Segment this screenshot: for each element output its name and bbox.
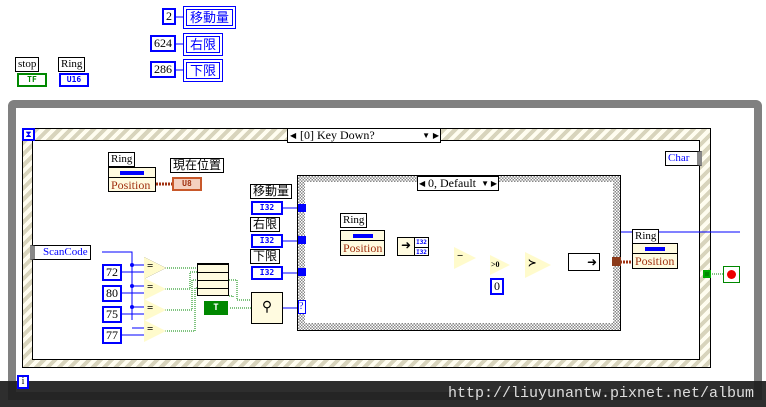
build-array-node[interactable] xyxy=(197,263,229,296)
move-amount-terminal[interactable]: I32 xyxy=(251,201,283,215)
chevron-down-icon[interactable]: ▼ xyxy=(422,131,430,140)
right-limit-local[interactable]: 右限 xyxy=(182,33,224,56)
constant-wires xyxy=(176,16,184,71)
move-amount-constant[interactable]: 2 xyxy=(162,8,176,25)
current-position-indicator[interactable]: U8 xyxy=(172,177,202,191)
ring-property-node-inner[interactable]: Position xyxy=(340,230,385,256)
unbundle-type: I32 xyxy=(415,247,428,256)
unbundle-outputs: I32 I32 xyxy=(414,237,429,256)
move-amount-local[interactable]: 移動量 xyxy=(182,6,237,29)
right-limit-label: 右限 xyxy=(250,217,281,232)
true-constant[interactable]: T xyxy=(204,301,228,315)
cluster-tunnel xyxy=(612,257,621,266)
loop-iteration-terminal[interactable]: i xyxy=(17,375,29,389)
chevron-down-icon[interactable]: ▼ xyxy=(481,179,489,188)
equal-symbol: = xyxy=(147,302,154,314)
zero-constant[interactable]: 0 xyxy=(490,278,504,295)
move-amount-label: 移動量 xyxy=(250,184,293,199)
equal-symbol: = xyxy=(147,260,154,272)
ring-terminal[interactable]: U16 xyxy=(59,73,89,87)
key-constant-up[interactable]: 72 xyxy=(102,264,122,281)
key-constant-right[interactable]: 77 xyxy=(102,327,122,344)
case-selector-terminal[interactable]: ? xyxy=(298,300,306,314)
bottom-limit-constant[interactable]: 286 xyxy=(150,61,176,78)
tunnel xyxy=(298,268,306,276)
gt0-symbol: >0 xyxy=(491,260,500,269)
tunnel xyxy=(298,204,306,212)
bottom-limit-label: 下限 xyxy=(250,249,281,264)
ring-write-label: Ring xyxy=(632,229,660,244)
key-constant-left[interactable]: 75 xyxy=(102,306,122,323)
stop-label: stop xyxy=(15,57,40,72)
stop-tunnel xyxy=(703,270,711,278)
subtract-symbol: − xyxy=(457,250,464,262)
right-limit-terminal[interactable]: I32 xyxy=(251,234,283,248)
event-selector[interactable]: ◀ [0] Key Down? ▼ ▶ xyxy=(287,128,441,143)
watermark-band: http://liuyunantw.pixnet.net/album xyxy=(0,381,766,407)
tunnel xyxy=(298,236,306,244)
timeout-hourglass-icon[interactable]: ⧗ xyxy=(22,128,35,141)
ring-property-node-read[interactable]: Position xyxy=(108,167,156,192)
inner-ring-label: Ring xyxy=(340,213,368,228)
ring-label: Ring xyxy=(58,57,86,72)
search-1d-array-node[interactable]: ⚲ xyxy=(251,292,283,324)
bundle-node[interactable]: ➜ xyxy=(568,253,600,271)
unbundle-node[interactable]: ➜ xyxy=(397,237,415,256)
scancode-node[interactable]: ScanCode xyxy=(30,245,91,260)
property-position: Position xyxy=(633,253,677,268)
watermark-text: http://liuyunantw.pixnet.net/album xyxy=(447,385,754,402)
loop-condition-stop-icon[interactable] xyxy=(723,266,740,283)
case-selector[interactable]: ◀ 0, Default ▼ ▶ xyxy=(417,176,499,191)
ring-property-node-write[interactable]: Position xyxy=(632,243,678,269)
right-limit-constant[interactable]: 624 xyxy=(150,35,176,52)
bottom-limit-local[interactable]: 下限 xyxy=(182,59,224,82)
key-constant-down[interactable]: 80 xyxy=(102,285,122,302)
char-node[interactable]: Char xyxy=(665,151,703,166)
bottom-limit-terminal[interactable]: I32 xyxy=(251,266,283,280)
equal-symbol: = xyxy=(147,281,154,293)
stop-terminal[interactable]: TF xyxy=(17,73,47,87)
current-position-label: 現在位置 xyxy=(170,158,225,173)
property-position: Position xyxy=(341,240,384,255)
property-position: Position xyxy=(109,177,155,192)
equal-symbol: = xyxy=(147,323,154,335)
event-selector-label: [0] Key Down? xyxy=(300,128,375,142)
unbundle-type: I32 xyxy=(416,239,427,246)
ring-read-label: Ring xyxy=(108,152,136,167)
case-selector-label: 0, Default xyxy=(428,176,476,190)
